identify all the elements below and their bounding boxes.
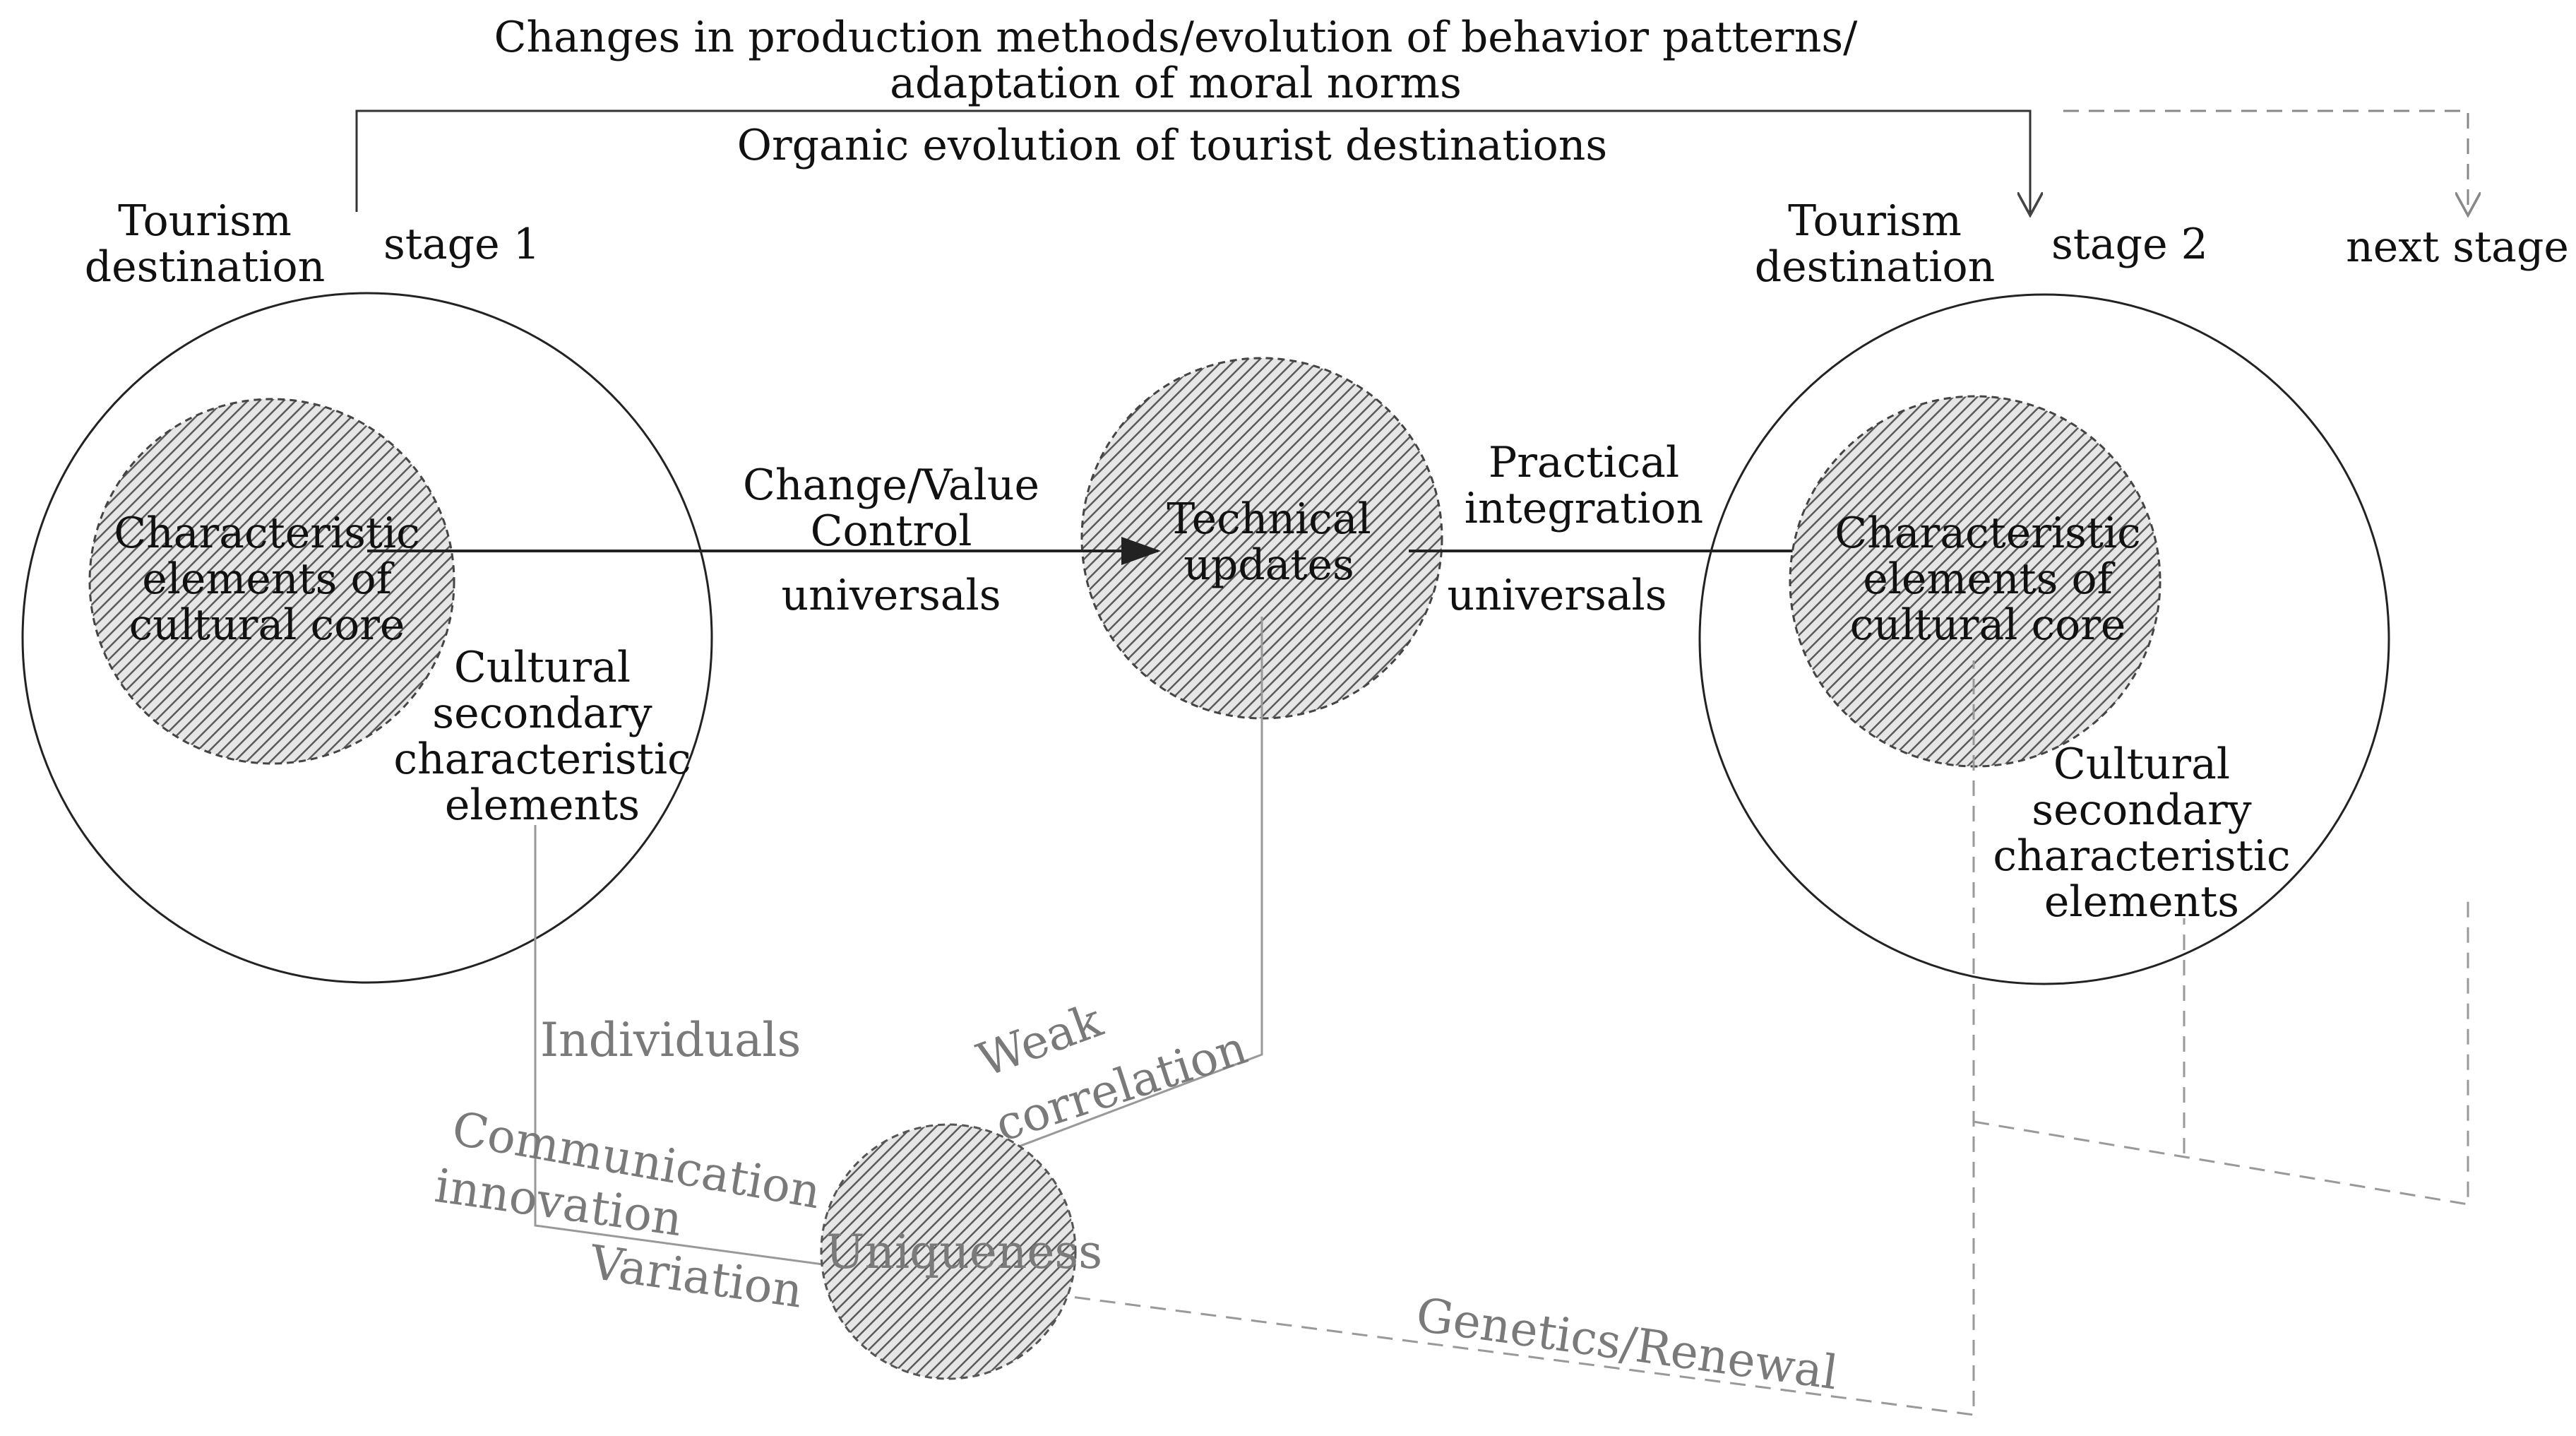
individuals-label: Individuals	[540, 1013, 801, 1067]
stage1-secondary-line4: elements	[445, 781, 640, 830]
stage2-secondary-line4: elements	[2044, 877, 2239, 927]
top-bracket-arrow	[355, 109, 2030, 215]
stage2-secondary-line3: characteristic	[1993, 831, 2290, 881]
top-bracket	[355, 109, 2468, 215]
stage2-label: stage 2	[2051, 220, 2208, 269]
stage2-core-circle	[1789, 395, 2161, 768]
genetics-label: Genetics/Renewal	[1413, 1288, 1841, 1401]
practical-line1: Practical	[1489, 438, 1679, 487]
change-value-line2: Control	[811, 506, 972, 556]
left-universals: universals	[781, 571, 1001, 620]
uniqueness-label: Uniqueness	[825, 1225, 1102, 1279]
next-stage-return-line	[1973, 901, 2469, 1206]
individuals-line	[534, 825, 823, 1266]
stage1-secondary-line3: characteristic	[393, 735, 691, 784]
header-line2: adaptation of moral norms	[890, 59, 1462, 108]
stage2-core-line3: cultural core	[1850, 600, 2126, 650]
stage1-outer-circle	[21, 292, 713, 984]
stage2-destination-line2: destination	[1755, 242, 1996, 292]
uniqueness-circle	[820, 1123, 1077, 1380]
genetics-renewal-line	[822, 660, 1975, 1416]
next-stage-dashed-arrow	[2063, 109, 2468, 215]
stage1-secondary-line1: Cultural	[454, 643, 631, 692]
stage2-secondary-line2: secondary	[2032, 785, 2252, 835]
technical-line2: updates	[1183, 540, 1354, 590]
stage2-outer-circle	[1698, 293, 2390, 985]
stage1-core-line3: cultural core	[129, 600, 405, 650]
stage1-label: stage 1	[383, 220, 540, 269]
stage1-destination-line2: destination	[85, 242, 326, 292]
header-line1: Changes in production methods/evolution …	[494, 13, 1859, 62]
practical-line2: integration	[1465, 484, 1703, 533]
stage2-secondary-line1: Cultural	[2053, 740, 2230, 789]
stage1-core-line2: elements of	[142, 554, 394, 604]
change-value-line1: Change/Value	[743, 461, 1039, 510]
stage1-secondary-line2: secondary	[432, 689, 652, 738]
next-stage-label: next stage	[2346, 222, 2569, 272]
right-universals: universals	[1447, 571, 1666, 620]
organic-evolution-label: Organic evolution of tourist destination…	[737, 121, 1607, 170]
stage1-destination-line1: Tourism	[118, 196, 292, 246]
stage2-core-line1: Characteristic	[1835, 509, 2141, 558]
technical-line1: Technical	[1167, 494, 1371, 544]
stage2-destination-line1: Tourism	[1788, 196, 1962, 246]
lower-connectors	[534, 617, 2469, 1416]
stage2-core-line2: elements of	[1863, 554, 2115, 604]
stage1-core-circle	[88, 398, 455, 765]
